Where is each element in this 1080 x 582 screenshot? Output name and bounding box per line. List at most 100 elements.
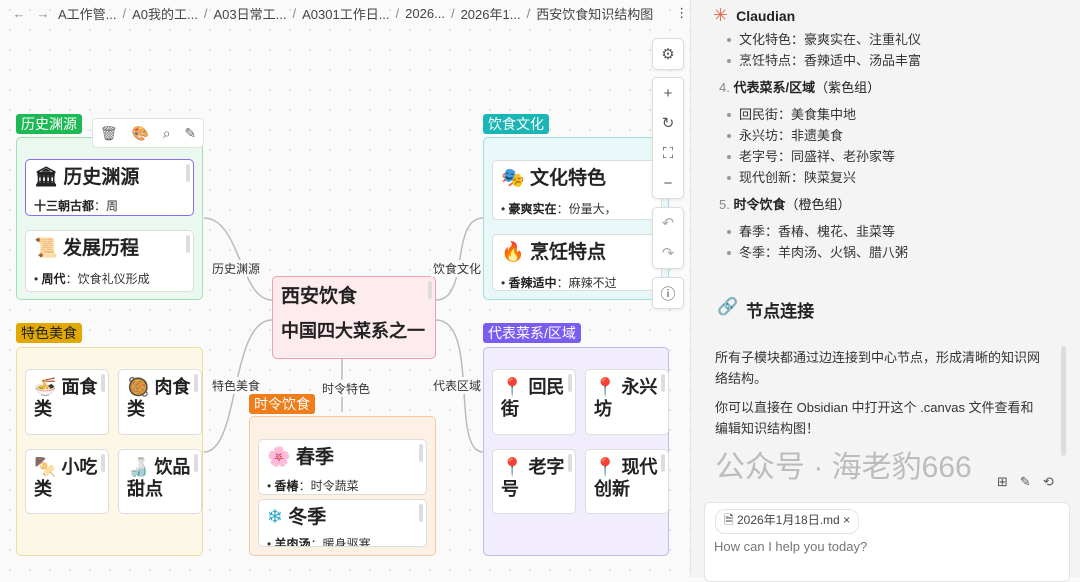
minus-icon[interactable]: − <box>663 174 673 192</box>
card-drinks[interactable]: 🍶 饮品甜点 <box>118 449 202 514</box>
card-bold: 豪爽实在 <box>508 202 557 216</box>
pin-icon: 📍 <box>594 377 617 397</box>
edit-icon[interactable]: ✎ <box>184 124 197 141</box>
card-title: 冬季 <box>288 507 327 528</box>
chat-content: 文化特色：豪爽实在、注重礼仪烹饪特点：香辣适中、汤品丰富 4. 代表菜系/区域（… <box>691 29 1061 263</box>
new-chat-icon[interactable]: ⊞ <box>997 474 1008 489</box>
list-item: 永兴坊：非遗美食 <box>691 125 1061 146</box>
crumb[interactable]: 2026... <box>405 5 445 21</box>
claudian-panel: ✳Claudian 文化特色：豪爽实在、注重礼仪烹饪特点：香辣适中、汤品丰富 4… <box>690 0 1080 582</box>
help-icon[interactable]: ⓘ <box>660 285 676 303</box>
help-control: ⓘ <box>652 277 684 309</box>
history-icon[interactable]: ⟲ <box>1042 474 1054 489</box>
card-winter[interactable]: ❄ 冬季• 羊肉汤：暖身驱寒 <box>258 499 427 547</box>
pin-icon: 📍 <box>594 457 617 477</box>
fullscreen-icon[interactable]: ⛶ <box>662 144 674 162</box>
crumb[interactable]: A0301工作日... <box>302 6 390 22</box>
reset-icon[interactable]: ↻ <box>661 115 675 132</box>
crumb[interactable]: A03日常工... <box>213 6 287 22</box>
scroll-icon: 📜 <box>34 238 58 259</box>
para-1: 所有子模块都通过边连接到中心节点，形成清晰的知识网络结构。 <box>715 350 1041 386</box>
canvas[interactable]: ← → A工作管.../ A0我的工.../ A03日常工.../ A0301工… <box>0 0 690 577</box>
crumb[interactable]: A0我的工... <box>132 6 198 22</box>
chat-input[interactable]: 🗎 2026年1月18日.md × How can I help you tod… <box>704 502 1070 582</box>
edge-culture <box>435 217 484 301</box>
card-time-honored[interactable]: 📍 老字号 <box>492 449 576 514</box>
group-label-region[interactable]: 代表菜系/区域 <box>483 323 581 343</box>
list-item: 冬季：羊肉汤、火锅、腊八粥 <box>691 242 1061 263</box>
center-node[interactable]: 西安饮食 中国四大菜系之一 <box>272 276 436 359</box>
card-title: 肉食类 <box>127 377 191 419</box>
card-snacks[interactable]: 🍢 小吃类 <box>25 449 109 514</box>
list-item: 文化特色：豪爽实在、注重礼仪 <box>691 29 1061 50</box>
list-item: 春季：香椿、槐花、韭菜等 <box>691 221 1061 242</box>
blossom-icon: 🌸 <box>267 447 291 468</box>
card-meat[interactable]: 🥘 肉食类 <box>118 369 202 435</box>
card-title: 小吃类 <box>34 457 98 499</box>
card-history-origin[interactable]: 🏛 历史渊源十三朝古都：周 <box>25 159 194 216</box>
card-text: ：麻辣不过 <box>556 276 617 290</box>
card-text: ：时令蔬菜 <box>298 479 359 493</box>
group-label-season[interactable]: 时令饮食 <box>249 394 315 414</box>
panel-header: ✳Claudian <box>713 5 795 26</box>
crumb[interactable]: A工作管... <box>58 6 117 22</box>
crumb-current: 西安饮食知识结构图 <box>536 6 654 22</box>
back-button[interactable]: ← <box>12 5 26 21</box>
card-culture-feature[interactable]: 🎭 文化特色• 豪爽实在：份量大， <box>492 160 662 220</box>
breadcrumb: ← → A工作管.../ A0我的工.../ A03日常工.../ A0301工… <box>0 0 690 26</box>
list-item: 现代创新：陕菜复兴 <box>691 167 1061 188</box>
attachment-chip[interactable]: 🗎 2026年1月18日.md × <box>715 509 860 534</box>
card-text: ：饮食礼仪形成 <box>65 272 150 286</box>
panel-title: Claudian <box>736 7 796 24</box>
edit-icon[interactable]: ✎ <box>1019 474 1031 489</box>
redo-icon[interactable]: ↷ <box>661 245 675 262</box>
fire-icon: 🔥 <box>501 242 525 263</box>
crumb[interactable]: 2026年1... <box>460 6 521 22</box>
pin-icon: 📍 <box>501 377 524 397</box>
palette-icon[interactable]: 🎨 <box>131 124 149 141</box>
group-label-history[interactable]: 历史渊源 <box>16 114 82 134</box>
link-icon: 🔗 <box>717 297 739 316</box>
list-item: 回民街：美食集中地 <box>691 104 1061 125</box>
more-options-button[interactable]: ⋮ <box>675 5 689 20</box>
settings-control: ⚙ <box>652 38 684 70</box>
scrollbar[interactable] <box>1061 346 1066 456</box>
card-yongxingfang[interactable]: 📍 永兴坊 <box>585 369 669 435</box>
card-culture-cooking[interactable]: 🔥 烹饪特点• 香辣适中：麻辣不过 <box>492 234 662 291</box>
card-spring[interactable]: 🌸 春季• 香椿：时令蔬菜 <box>258 439 427 495</box>
card-bold: 香椿 <box>274 479 299 493</box>
gear-icon[interactable]: ⚙ <box>661 46 675 63</box>
card-title: 回民街 <box>501 377 565 419</box>
card-title: 饮品甜点 <box>127 457 191 499</box>
card-huimin-street[interactable]: 📍 回民街 <box>492 369 576 435</box>
undo-icon[interactable]: ↶ <box>661 215 675 232</box>
plus-icon[interactable]: + <box>663 84 673 102</box>
card-modern[interactable]: 📍 现代创新 <box>585 449 669 514</box>
card-title: 老字号 <box>501 457 565 499</box>
history-controls: ↶↷ <box>652 207 684 269</box>
forward-button[interactable]: → <box>36 5 50 21</box>
input-placeholder: How can I help you today? <box>714 539 868 554</box>
card-text: ：暖身驱寒 <box>310 537 371 547</box>
edge-label: 饮食文化 <box>431 260 484 277</box>
card-bold: 羊肉汤 <box>274 537 311 547</box>
trash-icon[interactable]: 🗑 <box>99 124 118 141</box>
card-title: 面食类 <box>34 377 98 419</box>
pin-icon: 📍 <box>501 457 524 477</box>
node-toolbar: 🗑 🎨 ⌕ ✎ <box>92 118 204 148</box>
zoom-to-fit-icon[interactable]: ⌕ <box>162 124 171 141</box>
bank-icon: 🏛 <box>34 167 59 188</box>
card-title: 文化特色 <box>529 168 606 189</box>
card-history-development[interactable]: 📜 发展历程• 周代：饮食礼仪形成 <box>25 230 194 292</box>
card-title: 烹饪特点 <box>529 242 606 263</box>
group-label-food[interactable]: 特色美食 <box>16 323 82 343</box>
edge-label: 特色美食 <box>210 377 263 394</box>
card-bold: 香辣适中 <box>508 276 557 290</box>
edge-label: 历史渊源 <box>210 260 263 277</box>
card-noodles[interactable]: 🍜 面食类 <box>25 369 109 435</box>
masks-icon: 🎭 <box>501 168 525 189</box>
group-label-culture[interactable]: 饮食文化 <box>483 114 549 134</box>
noodles-icon: 🍜 <box>34 377 57 397</box>
remove-attachment-icon[interactable]: × <box>843 513 851 527</box>
card-title: 春季 <box>295 447 334 468</box>
